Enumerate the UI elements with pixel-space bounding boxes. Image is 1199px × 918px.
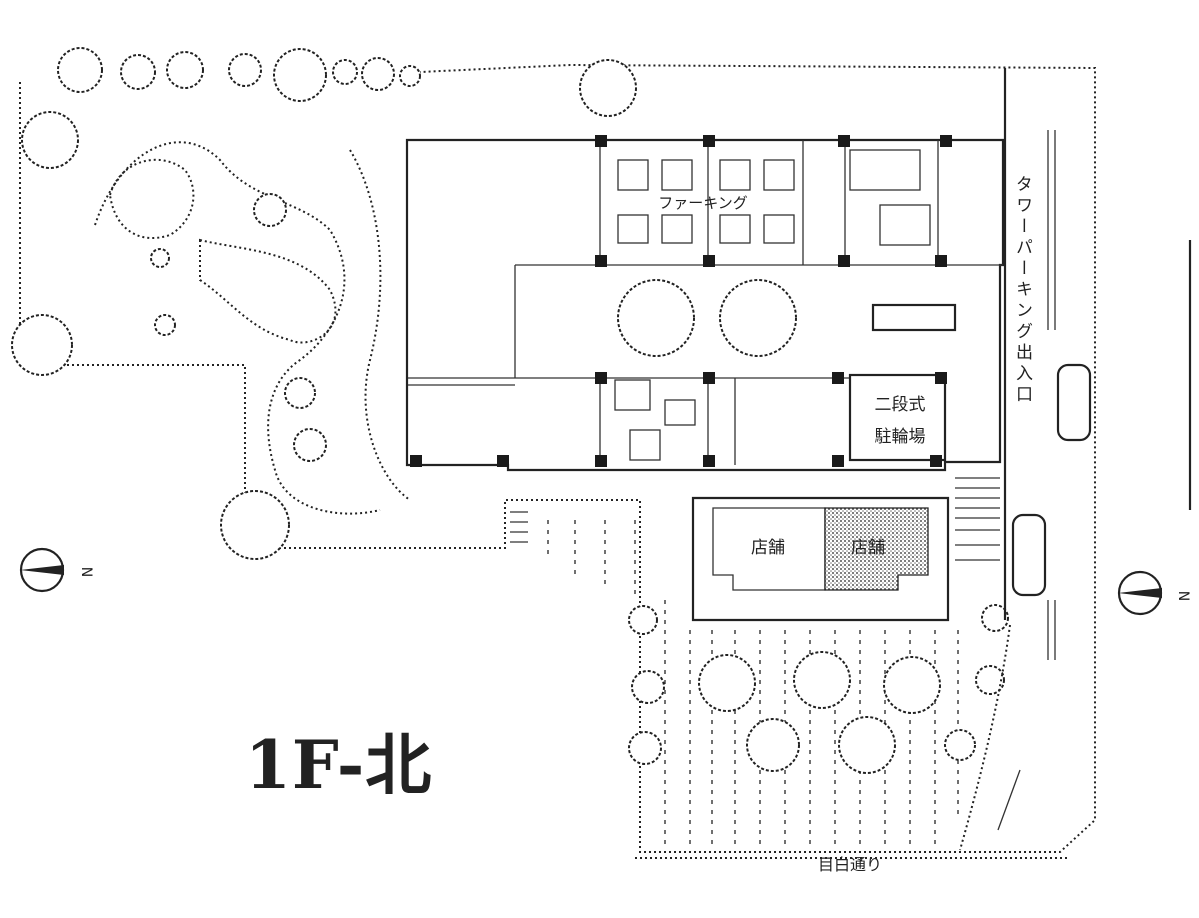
north-arrow-right: N bbox=[1117, 570, 1191, 616]
garden-pond bbox=[108, 158, 195, 240]
north-arrow-right-label: N bbox=[1175, 591, 1191, 601]
building-outline bbox=[405, 138, 1005, 472]
label-bicycle-parking-line2: 駐輪場 bbox=[875, 427, 926, 447]
label-parking: ファーキング bbox=[658, 194, 748, 212]
label-tower-parking: タワーパーキング出入口 bbox=[1012, 175, 1033, 406]
garden-trees bbox=[11, 47, 637, 560]
garden-path-3 bbox=[349, 149, 411, 501]
garden-path-2 bbox=[199, 238, 337, 344]
parked-car-2 bbox=[1011, 513, 1047, 597]
label-street: 目白通り bbox=[818, 855, 882, 874]
garden-path bbox=[94, 141, 381, 515]
parked-car-1 bbox=[1056, 363, 1092, 442]
shop-room-shaded bbox=[824, 507, 929, 591]
parking-stalls bbox=[617, 149, 931, 246]
bicycle-parking-room bbox=[848, 373, 947, 462]
label-shop: 店舗 bbox=[751, 538, 785, 558]
plaza-paving bbox=[547, 520, 959, 845]
structural-pillars bbox=[410, 135, 952, 467]
shop-block-outline bbox=[691, 496, 950, 622]
north-arrow-left-label: N bbox=[78, 567, 94, 577]
plan-title: 1F-北 bbox=[245, 726, 433, 804]
north-arrow-left: N bbox=[19, 547, 94, 593]
turntable-left bbox=[617, 279, 695, 357]
stairs bbox=[510, 477, 1000, 561]
turntable-right bbox=[719, 279, 797, 357]
plaza-trees bbox=[628, 604, 1009, 774]
label-bicycle-parking-line1: 二段式 bbox=[875, 395, 926, 415]
site-boundary bbox=[19, 63, 1096, 853]
vehicle-mark bbox=[871, 303, 957, 332]
label-shop-shaded: 店舗 bbox=[851, 538, 885, 558]
